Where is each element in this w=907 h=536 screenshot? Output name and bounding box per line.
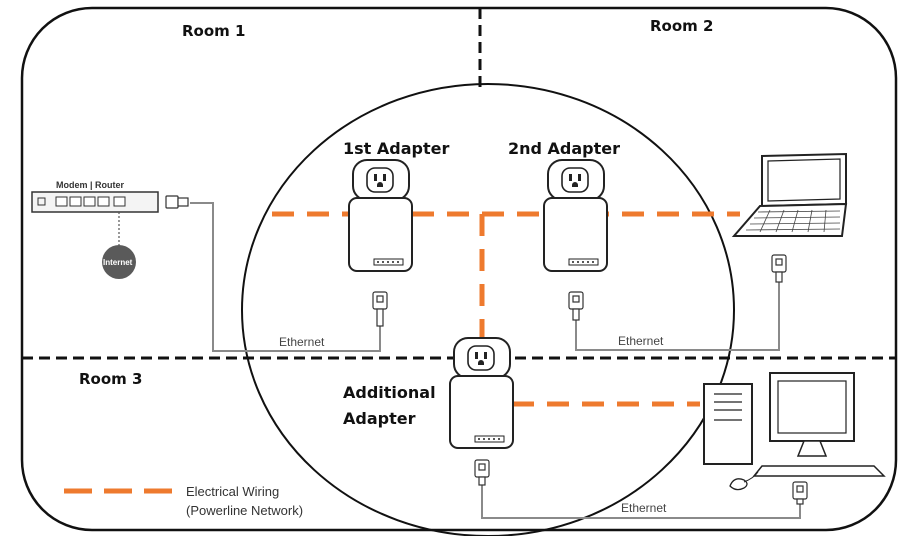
second-adapter: 2nd Adapter (508, 139, 620, 321)
router-lan-ports (55, 196, 126, 207)
pc-keyboard (752, 465, 886, 477)
legend: Electrical Wiring (Powerline Network) (64, 484, 303, 518)
internet-label: Internet (103, 258, 133, 267)
second-adapter-body (543, 197, 608, 272)
pc-mouse (729, 478, 748, 491)
first-adapter-body (348, 197, 413, 272)
laptop-icon (731, 152, 848, 237)
additional-adapter-body (449, 375, 514, 449)
additional-adapter-socket (467, 345, 495, 371)
modem-port (37, 197, 46, 206)
ethernet-cables (190, 202, 801, 519)
modem-router: Modem | Router Internet (31, 180, 189, 279)
first-adapter-label: 1st Adapter (343, 139, 449, 158)
router-ethernet-plug-icon (165, 195, 189, 209)
ethernet-cable-laptop (575, 282, 780, 351)
modem-router-label: Modem | Router (56, 180, 125, 190)
second-adapter-ethernet-plug-icon (568, 291, 584, 321)
first-adapter-ethernet-plug-icon (372, 291, 388, 327)
room-2-label: Room 2 (650, 17, 713, 35)
legend-line-1: Electrical Wiring (186, 484, 279, 499)
ethernet-label-right: Ethernet (618, 334, 664, 348)
second-adapter-label: 2nd Adapter (508, 139, 620, 158)
additional-adapter-ethernet-plug-icon (474, 459, 490, 486)
ethernet-cable-pc (481, 484, 801, 519)
ethernet-cable-router (190, 202, 381, 352)
pc-tower (703, 383, 753, 465)
powerline-network-circle (241, 83, 735, 536)
second-adapter-socket (561, 167, 589, 193)
laptop-ethernet-plug-icon (771, 254, 787, 283)
additional-adapter-label-line1: Additional (343, 383, 436, 402)
ethernet-label-left: Ethernet (279, 335, 325, 349)
desktop-computer-icon (703, 372, 886, 491)
house-outline (20, 6, 898, 532)
room-3-label: Room 3 (79, 370, 142, 388)
additional-adapter-label-line2: Adapter (343, 409, 416, 428)
ethernet-label-bottom: Ethernet (621, 501, 667, 515)
additional-adapter: Additional Adapter (343, 337, 514, 486)
legend-line-2: (Powerline Network) (186, 503, 303, 518)
first-adapter: 1st Adapter (343, 139, 449, 327)
pc-ethernet-plug-icon (792, 481, 808, 505)
internet-globe-icon (102, 245, 136, 279)
first-adapter-socket (366, 167, 394, 193)
room-1-label: Room 1 (182, 22, 245, 40)
